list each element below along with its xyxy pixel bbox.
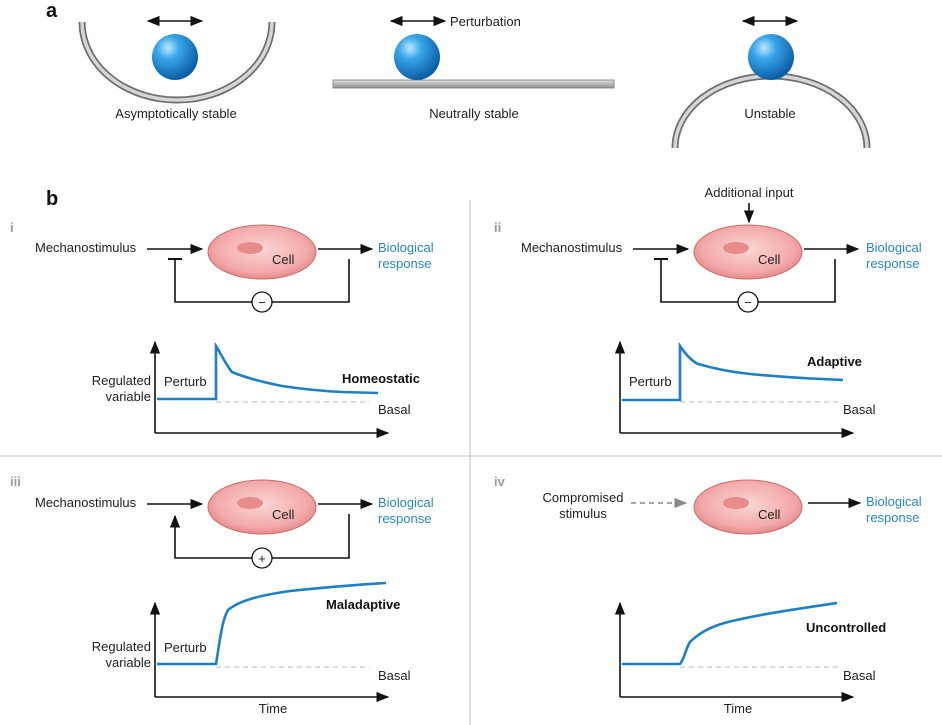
outcome-label: Maladaptive	[326, 597, 400, 612]
response-label-line1: Biological	[378, 240, 434, 255]
stimulus-label: Mechanostimulus	[521, 240, 623, 255]
response-curve	[157, 581, 387, 666]
perturbation-label: Perturbation	[450, 14, 521, 29]
ylabel-line2: variable	[105, 389, 151, 404]
cell-label: Cell	[758, 252, 781, 267]
ylabel-line2: variable	[105, 655, 151, 670]
cell-nucleus	[237, 242, 263, 254]
flat-track	[332, 79, 615, 89]
xlabel: Time	[724, 701, 752, 716]
perturb-label: Perturb	[164, 640, 207, 655]
basal-label: Basal	[843, 668, 876, 683]
ylabel-line1: Regulated	[92, 639, 151, 654]
basal-label: Basal	[843, 402, 876, 417]
feedback-sign-text: −	[258, 295, 266, 310]
cell-nucleus	[723, 242, 749, 254]
flat-ball	[394, 34, 440, 80]
basal-label: Basal	[378, 402, 411, 417]
feedback-sign-minus	[251, 291, 273, 313]
stimulus-label: Mechanostimulus	[35, 240, 137, 255]
response-label-line1: Biological	[378, 495, 434, 510]
quadrant-iv: iv Compromised stimulus Cell Biological …	[494, 474, 922, 716]
panel-a-label: a	[46, 0, 58, 22]
hill-ball	[748, 34, 794, 80]
feedback-sign-text: −	[744, 295, 752, 310]
feedback-sign-text: +	[258, 551, 266, 566]
cell-label: Cell	[272, 507, 295, 522]
quadrant-i: i Mechanostimulus Cell Biological respon…	[10, 220, 434, 439]
perturb-label: Perturb	[164, 374, 207, 389]
outcome-label: Adaptive	[807, 354, 862, 369]
flat-scene: Perturbation Neutrally stable	[332, 14, 615, 121]
numeral-iv: iv	[494, 474, 506, 489]
caption-unstable: Unstable	[744, 106, 795, 121]
outcome-label: Uncontrolled	[806, 620, 886, 635]
response-curve	[622, 601, 838, 666]
cell	[693, 224, 803, 280]
response-label-line2: response	[866, 510, 919, 525]
quadrant-iii: iii Mechanostimulus Cell Biological resp…	[10, 474, 434, 716]
additional-input-label: Additional input	[705, 185, 794, 200]
panel-a: a Asymptotically stable Perturbation Neu…	[46, 0, 871, 149]
bowl-ball	[152, 34, 198, 80]
stimulus-label: Mechanostimulus	[35, 495, 137, 510]
cell-nucleus	[723, 497, 749, 509]
cell	[693, 479, 803, 535]
cell	[207, 224, 317, 280]
response-curve	[622, 341, 844, 402]
numeral-i: i	[10, 220, 14, 235]
quadrant-ii: ii Additional input Mechanostimulus Cell…	[494, 185, 922, 439]
cell-label: Cell	[758, 507, 781, 522]
perturb-label: Perturb	[629, 374, 672, 389]
numeral-ii: ii	[494, 220, 501, 235]
bowl-scene: Asymptotically stable	[78, 15, 276, 121]
response-label-line1: Biological	[866, 240, 922, 255]
numeral-iii: iii	[10, 474, 21, 489]
compromised-stimulus-line2: stimulus	[559, 506, 607, 521]
cell-label: Cell	[272, 252, 295, 267]
feedback-sign-minus	[737, 291, 759, 313]
response-label-line2: response	[378, 256, 431, 271]
response-label-line2: response	[866, 256, 919, 271]
panel-b-label: b	[46, 188, 58, 210]
compromised-stimulus-line1: Compromised	[543, 490, 624, 505]
xlabel: Time	[259, 701, 287, 716]
caption-asymptotically-stable: Asymptotically stable	[115, 106, 236, 121]
response-label-line1: Biological	[866, 494, 922, 509]
caption-neutrally-stable: Neutrally stable	[429, 106, 519, 121]
hill-scene: Unstable	[671, 15, 871, 149]
response-curve	[157, 341, 379, 401]
outcome-label: Homeostatic	[342, 371, 420, 386]
cell-nucleus	[237, 497, 263, 509]
ylabel-line1: Regulated	[92, 373, 151, 388]
cell	[207, 479, 317, 535]
basal-label: Basal	[378, 668, 411, 683]
response-label-line2: response	[378, 511, 431, 526]
feedback-sign-plus	[251, 547, 273, 569]
